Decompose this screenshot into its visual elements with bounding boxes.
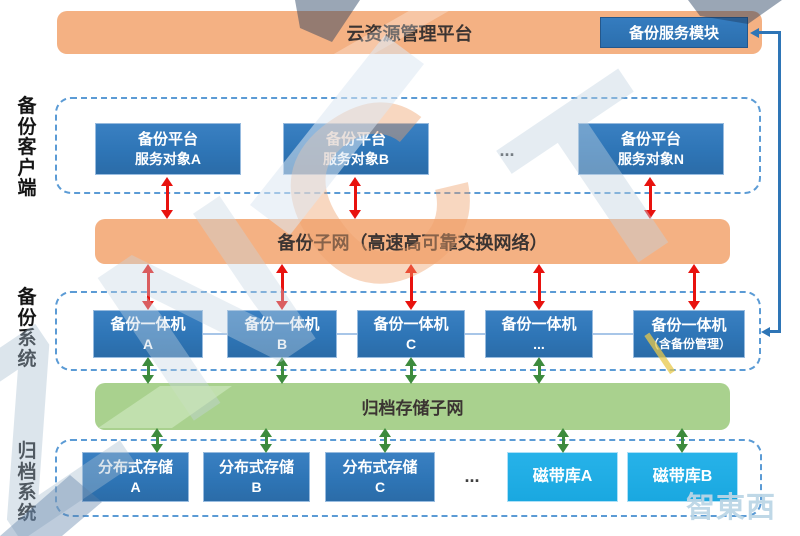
client-box-n-line2: 服务对象N [617, 150, 685, 167]
archive-subnet-bar: 归档存储子网 [95, 383, 730, 430]
storage-box-a-line1: 分布式存储 [97, 458, 173, 476]
side-label-archive-system: 归档系统 [17, 441, 37, 524]
appliance-box-b: 备份一体机 B [227, 310, 337, 358]
green-arrow [260, 428, 272, 453]
green-arrow [676, 428, 688, 453]
cloud-platform-title: 云资源管理平台 [346, 23, 473, 44]
storage-box-b-line1: 分布式存储 [218, 458, 294, 476]
red-arrow [161, 177, 173, 219]
green-arrow [142, 357, 154, 384]
storage-box-b-line2: B [251, 478, 262, 495]
green-arrow [405, 357, 417, 384]
side-label-backup-client: 备份客户端 [17, 96, 37, 199]
appliance-box-a-line1: 备份一体机 [110, 315, 186, 333]
storage-row-ellipsis: ... [464, 466, 480, 486]
storage-box-c-line1: 分布式存储 [342, 458, 418, 476]
client-box-b-line2: 服务对象B [322, 150, 390, 167]
backup-subnet-label: 备份子网（高速高可靠交换网络） [277, 232, 548, 253]
red-arrow [405, 264, 417, 310]
client-box-a-line1: 备份平台 [137, 130, 198, 148]
green-arrow [379, 428, 391, 453]
appliance-box-more: 备份一体机 ... [485, 310, 593, 358]
archive-subnet-label: 归档存储子网 [361, 399, 464, 418]
archive-system-zone-container [55, 439, 762, 517]
client-box-n-line1: 备份平台 [620, 130, 681, 148]
appliance-box-b-line2: B [276, 335, 288, 352]
storage-box-c: 分布式存储 C [325, 452, 435, 502]
appliance-box-b-line1: 备份一体机 [244, 315, 320, 333]
tape-box-a: 磁带库A [507, 452, 618, 502]
client-box-b: 备份平台 服务对象B [283, 123, 429, 175]
appliance-box-management-line1: 备份一体机 [651, 316, 727, 334]
red-arrow [533, 264, 545, 310]
side-label-backup-system: 备份系统 [17, 287, 37, 370]
red-arrow [349, 177, 361, 219]
red-arrow [644, 177, 656, 219]
red-arrow [688, 264, 700, 310]
appliance-box-management-line2: （含备份管理） [646, 336, 731, 351]
client-box-a: 备份平台 服务对象A [95, 123, 241, 175]
tape-box-a-label: 磁带库A [532, 468, 593, 485]
storage-box-a: 分布式存储 A [82, 452, 189, 502]
backup-subnet-bar: 备份子网（高速高可靠交换网络） [95, 219, 730, 264]
green-arrow [533, 357, 545, 384]
appliance-box-c: 备份一体机 C [357, 310, 465, 358]
red-arrow [276, 264, 288, 310]
appliance-box-more-line1: 备份一体机 [501, 315, 577, 333]
client-box-n: 备份平台 服务对象N [578, 123, 724, 175]
green-arrow [557, 428, 569, 453]
red-arrow [142, 264, 154, 310]
tape-box-b-label: 磁带库B [652, 468, 713, 485]
client-box-a-line2: 服务对象A [134, 150, 202, 167]
appliance-box-management: 备份一体机 （含备份管理） [633, 310, 745, 358]
tape-box-b: 磁带库B [627, 452, 738, 502]
appliance-box-c-line2: C [405, 335, 417, 352]
appliance-box-a: 备份一体机 A [93, 310, 203, 358]
client-box-b-line1: 备份平台 [325, 130, 386, 148]
storage-box-b: 分布式存储 B [203, 452, 310, 502]
backup-service-module-box: 备份服务模块 [600, 17, 748, 48]
storage-box-a-line2: A [130, 478, 141, 495]
management-connector-arrowhead-top [750, 28, 759, 38]
management-connector-top-segment [759, 31, 781, 34]
client-row-ellipsis: ... [499, 140, 515, 160]
storage-box-c-line2: C [374, 478, 386, 495]
management-connector-vertical-segment [778, 31, 781, 333]
backup-service-module-label: 备份服务模块 [628, 25, 719, 42]
backup-system-zone-container [55, 291, 761, 371]
green-arrow [151, 428, 163, 453]
management-connector-arrowhead-bottom [761, 327, 770, 337]
green-arrow [276, 357, 288, 384]
management-connector-bottom-segment [770, 330, 781, 333]
appliance-box-c-line1: 备份一体机 [373, 315, 449, 333]
appliance-box-a-line2: A [142, 335, 154, 352]
appliance-box-more-line2: ... [533, 335, 545, 352]
